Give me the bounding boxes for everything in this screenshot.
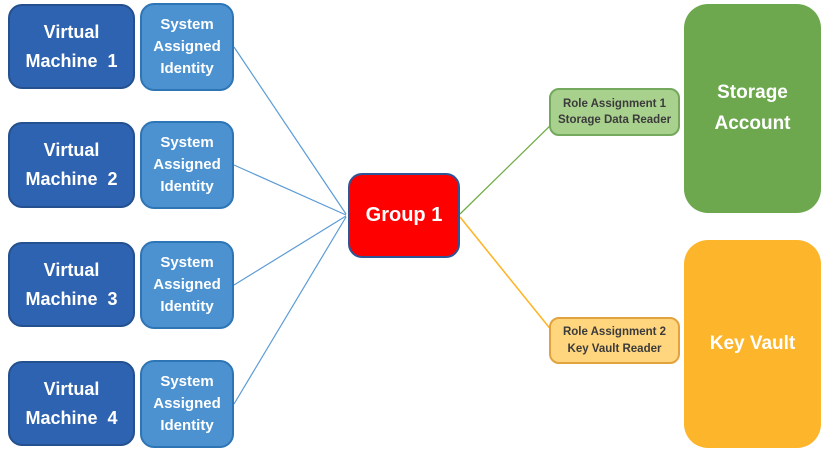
- storage-account-label-line2: Account: [714, 112, 791, 134]
- identity2-to-group-line: [233, 164, 347, 216]
- identity-4-label-line1: System: [160, 373, 214, 391]
- identity-3-label-line2: Assigned: [153, 276, 221, 294]
- identity-1-label-line1: System: [160, 16, 214, 34]
- role-assignment-1-line2: Storage Data Reader: [557, 114, 672, 126]
- vm-4-label-line2: Machine 4: [25, 407, 118, 428]
- key-vault-node: Key Vault: [684, 240, 821, 448]
- identity-1-label-line3: Identity: [160, 59, 214, 77]
- identity-2-label-line3: Identity: [160, 177, 214, 195]
- identity-3-node: System Assigned Identity: [140, 241, 234, 329]
- vm-1-label-line2: Machine 1: [25, 50, 118, 71]
- role-assignment-2-node: Role Assignment 2 Key Vault Reader: [549, 317, 680, 364]
- identity-4-label-line2: Assigned: [153, 395, 221, 413]
- group-1-node: Group 1: [348, 173, 460, 258]
- vm-3-label-line1: Virtual: [43, 259, 100, 280]
- identity-2-label-line1: System: [160, 134, 214, 152]
- identity4-to-group-line: [233, 216, 347, 405]
- vm-3-node: Virtual Machine 3: [8, 242, 135, 327]
- vm-1-node: Virtual Machine 1: [8, 4, 135, 89]
- group-to-role1-line: [459, 118, 558, 215]
- identity-3-label-line1: System: [160, 254, 214, 272]
- vm-2-label-line2: Machine 2: [25, 169, 118, 189]
- identity-1-label-line2: Assigned: [153, 38, 221, 56]
- key-vault-label: Key Vault: [709, 332, 796, 354]
- vm-1-label-line1: Virtual: [43, 21, 100, 42]
- vm-2-label-line1: Virtual: [43, 140, 100, 161]
- identity-2-node: System Assigned Identity: [140, 121, 234, 209]
- vm-3-label-line2: Machine 3: [25, 288, 118, 309]
- identity-1-node: System Assigned Identity: [140, 3, 234, 91]
- vm-4-node: Virtual Machine 4: [8, 361, 135, 446]
- group-to-role2-line: [459, 216, 553, 332]
- identity-3-label-line3: Identity: [160, 297, 214, 315]
- vm-4-label-line1: Virtual: [43, 378, 100, 399]
- role-assignment-1-node: Role Assignment 1 Storage Data Reader: [549, 88, 680, 136]
- vm-2-node: Virtual Machine 2: [8, 122, 135, 208]
- identity-2-label-line2: Assigned: [153, 156, 221, 174]
- role-assignment-1-line1: Role Assignment 1: [562, 97, 667, 110]
- storage-account-node: Storage Account: [684, 4, 821, 213]
- role-assignment-2-line2: Key Vault Reader: [567, 342, 662, 355]
- storage-account-label-line1: Storage: [717, 82, 788, 104]
- identity3-to-group-line: [233, 215, 347, 286]
- identity-4-node: System Assigned Identity: [140, 360, 234, 448]
- identity-4-label-line3: Identity: [160, 416, 214, 434]
- identity1-to-group-line: [233, 46, 347, 215]
- role-assignment-2-line1: Role Assignment 2: [562, 326, 667, 339]
- group-1-label: Group 1: [365, 204, 443, 226]
